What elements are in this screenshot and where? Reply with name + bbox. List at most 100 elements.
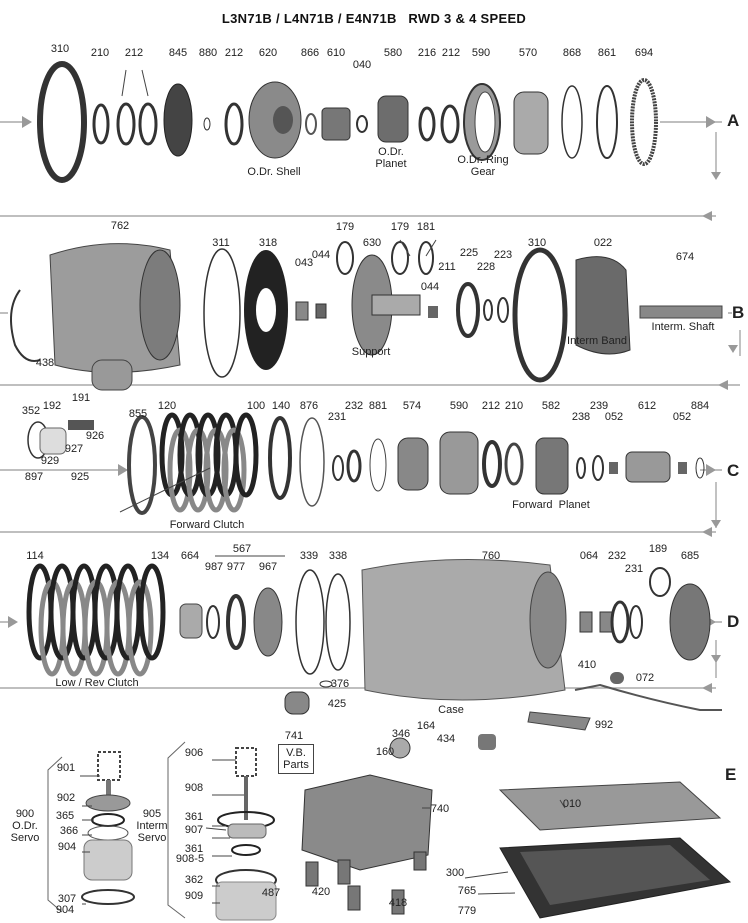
part-label-row-e: 902 <box>56 792 76 804</box>
part-label-row-a: O.Dr. Planet <box>375 146 407 170</box>
part-label-row-b: 762 <box>110 220 130 232</box>
part-label-row-e: 366 <box>59 825 79 837</box>
part-label-row-d: 987 <box>204 561 224 573</box>
part-label-row-b: Interm. Shaft <box>651 321 715 333</box>
part-label-row-c: 927 <box>64 443 84 455</box>
part-label-row-b: 318 <box>258 237 278 249</box>
part-label-row-c: Forward Clutch <box>169 519 245 531</box>
part-label-row-d: 685 <box>680 550 700 562</box>
part-label-row-c: 052 <box>672 411 692 423</box>
part-label-row-e: 904 <box>55 904 75 916</box>
row-b-parts <box>10 241 723 391</box>
part-label-row-b: 044 <box>311 249 331 261</box>
part-label-row-c: 140 <box>271 400 291 412</box>
part-label-row-c: 590 <box>449 400 469 412</box>
part-label-row-a: 040 <box>352 59 372 71</box>
row-letter-c: C <box>727 461 740 480</box>
part-label-row-e: 300 <box>445 867 465 879</box>
part-label-row-b: 223 <box>493 249 513 261</box>
part-label-row-e: 365 <box>55 810 75 822</box>
part-label-row-d: 232 <box>607 550 627 562</box>
row-letter-e: E <box>725 765 737 784</box>
part-label-row-e: 418 <box>388 897 408 909</box>
part-label-row-c: 897 <box>24 471 44 483</box>
part-label-row-d: Case <box>438 704 464 716</box>
part-label-row-d: 992 <box>594 719 614 731</box>
diagram-title: L3N71B / L4N71B / E4N71B RWD 3 & 4 SPEED <box>221 11 527 26</box>
part-label-row-a: 880 <box>198 47 218 59</box>
part-label-row-b: 225 <box>459 247 479 259</box>
part-label-row-e: 904 <box>57 841 77 853</box>
part-label-row-e: 160 <box>375 746 395 758</box>
part-label-row-a: 845 <box>168 47 188 59</box>
part-label-row-e: 361 <box>184 811 204 823</box>
flow-arrows <box>8 116 738 693</box>
part-label-row-e: 907 <box>184 824 204 836</box>
part-label-row-b: 228 <box>476 261 496 273</box>
part-label-row-a: O.Dr. Shell <box>247 166 301 178</box>
part-label-row-c: 052 <box>604 411 624 423</box>
part-label-row-c: 926 <box>85 430 105 442</box>
part-label-row-e: 346 <box>391 728 411 740</box>
part-label-row-c: 238 <box>571 411 591 423</box>
row-c-parts <box>27 412 705 515</box>
part-label-row-c: 612 <box>637 400 657 412</box>
part-label-row-e: 362 <box>184 874 204 886</box>
part-label-row-b: 438 <box>35 357 55 369</box>
part-label-row-c: 100 <box>246 400 266 412</box>
part-label-row-b: 310 <box>527 237 547 249</box>
part-label-row-b: Support <box>351 346 391 358</box>
part-label-row-d: 567 <box>232 543 252 555</box>
part-label-row-c: 232 <box>344 400 364 412</box>
part-label-row-d: 114 <box>26 550 44 562</box>
part-label-row-e: 905 Interm Servo <box>136 808 168 844</box>
part-label-row-b: 311 <box>212 237 230 249</box>
part-label-row-d: 339 <box>299 550 319 562</box>
part-label-row-c: 929 <box>40 455 60 467</box>
part-label-row-a: 694 <box>634 47 654 59</box>
part-label-row-d: 134 <box>150 550 170 562</box>
part-label-row-e: 307 <box>57 893 77 905</box>
part-label-row-c: 855 <box>128 408 148 420</box>
part-label-row-a: 861 <box>597 47 617 59</box>
part-label-row-e: 164 <box>416 720 436 732</box>
part-label-row-c: 120 <box>157 400 177 412</box>
part-label-row-e: 909 <box>184 890 204 902</box>
part-label-row-b: 211 <box>438 261 456 273</box>
part-label-row-d: 967 <box>258 561 278 573</box>
part-label-row-c: 574 <box>402 400 422 412</box>
part-label-row-e: 010 <box>562 798 582 810</box>
part-label-row-d: 338 <box>328 550 348 562</box>
part-label-row-b: 044 <box>420 281 440 293</box>
part-label-row-d: 376 <box>330 678 350 690</box>
part-label-row-e: 900 O.Dr. Servo <box>10 808 40 844</box>
part-label-row-e: 908-5 <box>175 853 205 865</box>
part-label-row-d: 064 <box>579 550 599 562</box>
part-label-row-d: 231 <box>624 563 644 575</box>
part-label-row-c: 884 <box>690 400 710 412</box>
part-label-row-b: 630 <box>362 237 382 249</box>
part-label-row-c: 212 <box>481 400 501 412</box>
part-label-row-a: 570 <box>518 47 538 59</box>
part-label-row-c: 876 <box>299 400 319 412</box>
row-letter-a: A <box>727 111 740 130</box>
part-label-row-c: 210 <box>504 400 524 412</box>
part-label-row-a: 620 <box>258 47 278 59</box>
part-label-row-a: 866 <box>300 47 320 59</box>
part-label-row-b: 674 <box>675 251 695 263</box>
part-label-row-e: 906 <box>184 747 204 759</box>
part-label-row-e: 741 <box>284 730 304 742</box>
row-letter-b: B <box>732 303 745 322</box>
part-label-row-a: 610 <box>326 47 346 59</box>
part-label-row-c: 582 <box>541 400 561 412</box>
part-label-row-a: 310 <box>50 43 70 55</box>
part-label-row-e: 779 <box>457 905 477 917</box>
part-label-row-b: 179 <box>335 221 355 233</box>
part-label-row-e: 420 <box>311 886 331 898</box>
row-e-parts <box>47 734 732 921</box>
part-label-row-c: 925 <box>70 471 90 483</box>
row-a-parts <box>37 61 658 183</box>
part-label-row-d: 760 <box>481 550 501 562</box>
row-letter-d: D <box>727 612 740 631</box>
